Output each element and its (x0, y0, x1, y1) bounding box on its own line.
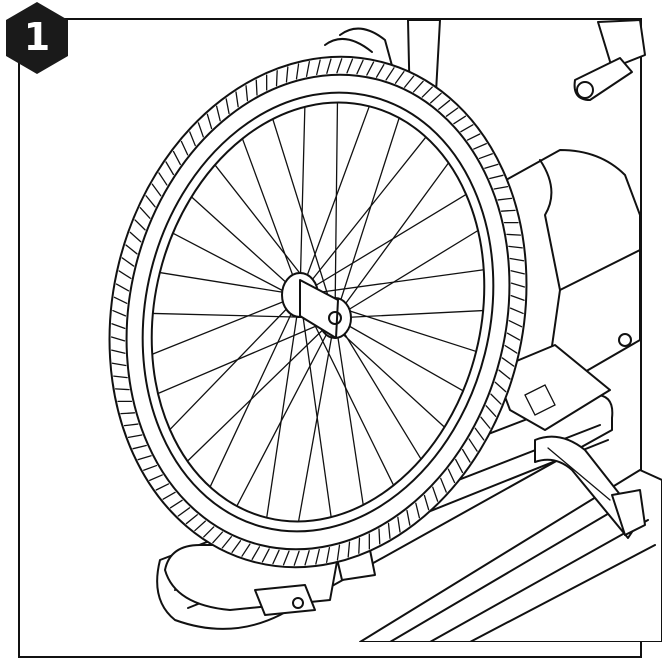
tire-tread-mark (256, 80, 257, 95)
tire-tread-mark (116, 389, 129, 390)
tire-tread-mark (507, 234, 520, 235)
instruction-step-panel: 1 (0, 0, 662, 642)
frame-holder-arm (575, 20, 645, 100)
tire-tread-mark (502, 210, 515, 211)
step-number: 1 (2, 2, 72, 72)
tire-tread-mark (277, 71, 278, 86)
tire-tread-mark (379, 529, 380, 544)
tire-tread-mark (359, 538, 360, 553)
bike-rack-illustration (0, 0, 662, 642)
tire-tread-mark (121, 413, 134, 414)
